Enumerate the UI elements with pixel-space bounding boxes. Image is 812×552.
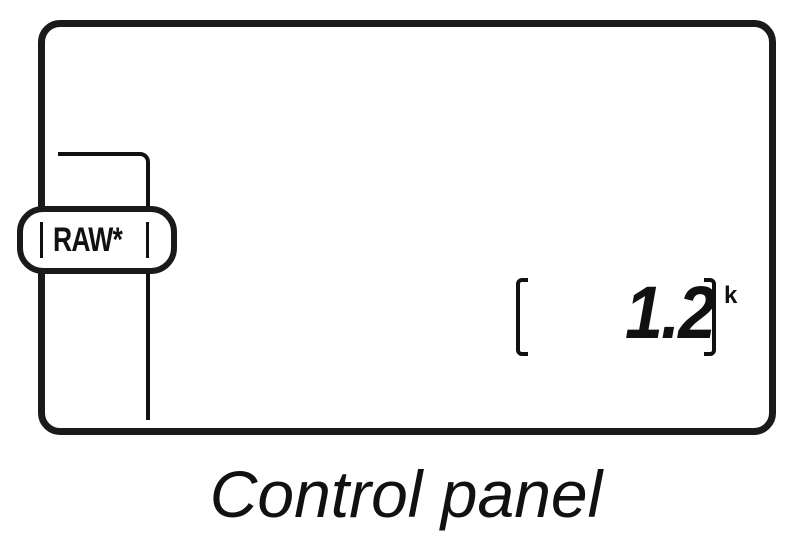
raw-right-bar-icon: [146, 222, 149, 258]
thousands-indicator: k: [724, 282, 738, 309]
figure-caption: Control panel: [209, 457, 603, 531]
raw-left-bar-icon: [40, 222, 43, 258]
exposure-count-bracket-icon: [516, 278, 716, 356]
image-quality-indicator: RAW*: [53, 221, 123, 259]
image-quality-highlight: [17, 206, 177, 274]
exposure-count-display: 1.2: [625, 271, 716, 354]
image-quality-bracket-icon: [58, 152, 150, 420]
